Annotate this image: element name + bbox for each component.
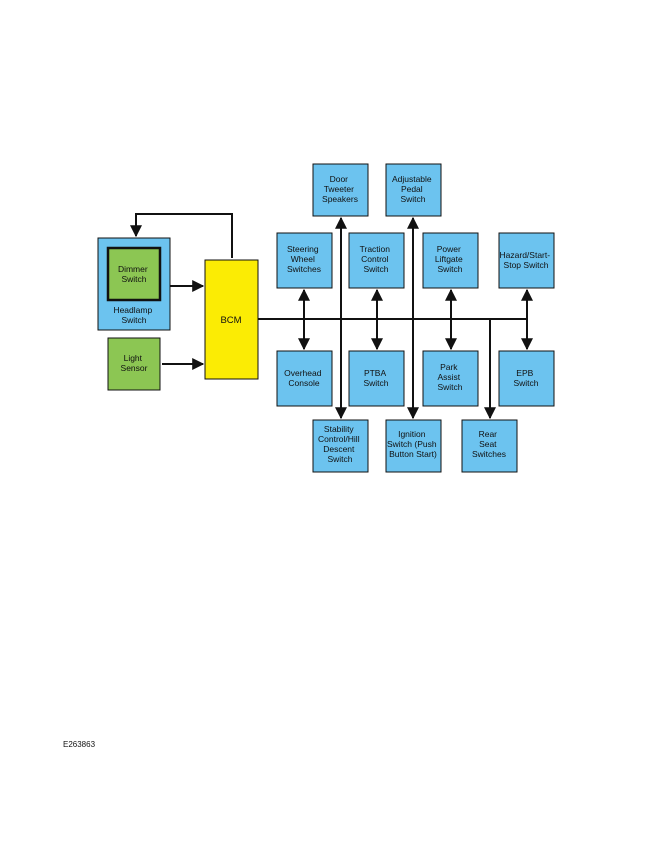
hazard-box bbox=[498, 232, 555, 289]
power-liftgate-label: Power Liftgate Switch bbox=[435, 244, 465, 274]
headlamp-switch-label: Headlamp Switch bbox=[113, 305, 154, 325]
stability-control-box bbox=[312, 419, 369, 473]
bcm-label: BCM bbox=[220, 315, 241, 326]
epb-label: EPB Switch bbox=[513, 368, 538, 388]
stability-control-label: Stability Control/Hill Descent Switch bbox=[318, 424, 362, 464]
park-assist-box bbox=[422, 350, 479, 407]
rear-seat-arrow bbox=[484, 318, 496, 420]
adjustable-pedal-box bbox=[385, 163, 442, 217]
rear-seat-box bbox=[461, 419, 518, 473]
steering-wheel-label: Steering Wheel Switches bbox=[287, 244, 321, 274]
park-assist-label: Park Assist Switch bbox=[437, 362, 462, 392]
ignition-switch-label: Ignition Switch (Push Button Start) bbox=[387, 429, 439, 459]
figure-reference-code: E263863 bbox=[63, 740, 96, 749]
nodes bbox=[97, 163, 555, 473]
connections bbox=[130, 213, 533, 420]
traction-control-box bbox=[348, 232, 405, 289]
bcm-to-headlamp-loop bbox=[130, 213, 233, 258]
overhead-console-label: Overhead Console bbox=[284, 368, 324, 388]
epb-box bbox=[498, 350, 555, 407]
overhead-console-box bbox=[276, 350, 333, 407]
bcm-box bbox=[204, 259, 259, 380]
power-liftgate-box bbox=[422, 232, 479, 289]
light-sensor-label: Light Sensor bbox=[121, 353, 148, 373]
labels: Dimmer Switch Headlamp Switch Light Sens… bbox=[113, 174, 553, 464]
ptba-box bbox=[348, 350, 405, 407]
traction-control-label: Traction Control Switch bbox=[360, 244, 393, 274]
steering-wheel-box bbox=[276, 232, 333, 289]
ptba-label: PTBA Switch bbox=[363, 368, 388, 388]
dimmer-switch-box bbox=[106, 246, 162, 302]
adjustable-pedal-label: Adjustable Pedal Switch bbox=[392, 174, 434, 204]
door-tweeter-box bbox=[312, 163, 369, 217]
ignition-switch-box bbox=[385, 419, 442, 473]
light-sensor-box bbox=[107, 337, 161, 391]
door-tweeter-label: Door Tweeter Speakers bbox=[322, 174, 358, 204]
rear-seat-label: Rear Seat Switches bbox=[472, 429, 506, 459]
dimmer-switch-label: Dimmer Switch bbox=[118, 264, 150, 284]
hazard-label: Hazard/Start- Stop Switch bbox=[500, 250, 553, 270]
